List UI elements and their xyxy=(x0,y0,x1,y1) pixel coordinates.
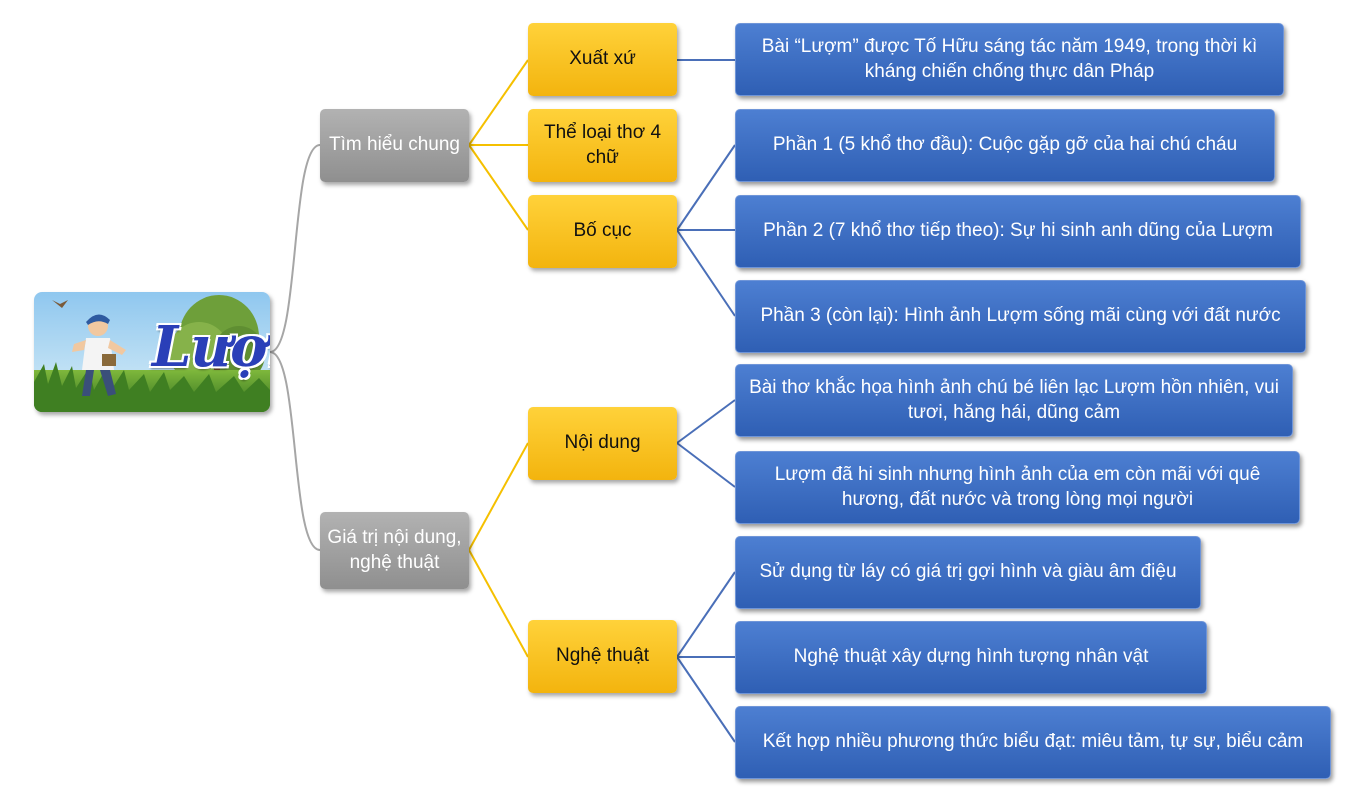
leaf-content-detail-2[interactable]: Lượm đã hi sinh nhưng hình ảnh của em cò… xyxy=(735,451,1300,524)
leaf-text: Lượm đã hi sinh nhưng hình ảnh của em cò… xyxy=(774,463,1261,510)
leaf-text: Phần 1 (5 khổ thơ đầu): Cuộc gặp gỡ của … xyxy=(772,134,1238,156)
sub-node-content[interactable]: Nội dung xyxy=(528,407,677,480)
sub-node-label: Bố cục xyxy=(573,220,632,242)
branch-general-overview[interactable]: Tìm hiểu chung xyxy=(320,109,469,182)
leaf-art-detail-3[interactable]: Kết hợp nhiều phương thức biểu đạt: miêu… xyxy=(735,706,1331,779)
leaf-art-detail-1[interactable]: Sử dụng từ láy có giá trị gợi hình và gi… xyxy=(735,536,1201,609)
connector-branch2-nghe-thuat xyxy=(468,549,529,658)
connector-nghe-thuat-leaf-1 xyxy=(676,571,736,658)
leaf-content-detail-1[interactable]: Bài thơ khắc họa hình ảnh chú bé liên lạ… xyxy=(735,364,1293,437)
sub-node-origin[interactable]: Xuất xứ xyxy=(528,23,677,96)
connector-root-branch-2 xyxy=(269,351,321,551)
connector-bo-cuc-leaf-1 xyxy=(676,144,736,231)
leaf-text: Phần 2 (7 khổ thơ tiếp theo): Sự hi sinh… xyxy=(763,220,1273,242)
connector-branch2-noi-dung xyxy=(468,442,529,551)
connector-noi-dung-leaf-2 xyxy=(676,442,736,488)
root-node-illustration: Lượm xyxy=(34,292,270,412)
leaf-text: Bài thơ khắc họa hình ảnh chú bé liên lạ… xyxy=(749,376,1279,423)
root-title: Lượm xyxy=(152,314,270,380)
boy-in-field-illustration xyxy=(34,292,270,412)
connector-bo-cuc-leaf-3 xyxy=(676,229,736,317)
leaf-art-detail-2[interactable]: Nghệ thuật xây dựng hình tượng nhân vật xyxy=(735,621,1207,694)
leaf-text: Kết hợp nhiều phương thức biểu đạt: miêu… xyxy=(762,731,1304,753)
connector-branch1-bo-cuc xyxy=(468,144,529,231)
leaf-text: Sử dụng từ láy có giá trị gợi hình và gi… xyxy=(759,561,1177,583)
sub-node-label: Nội dung xyxy=(564,432,641,454)
sub-node-label: Nghệ thuật xyxy=(556,645,649,667)
leaf-structure-part-1[interactable]: Phần 1 (5 khổ thơ đầu): Cuộc gặp gỡ của … xyxy=(735,109,1275,182)
connector-nghe-thuat-leaf-3 xyxy=(676,656,736,743)
sub-node-label: Thể loại thơ 4 chữ xyxy=(543,121,662,168)
sub-node-genre[interactable]: Thể loại thơ 4 chữ xyxy=(528,109,677,182)
connector-root-branch-1 xyxy=(269,144,321,353)
connector-branch1-xuat-xu xyxy=(468,59,529,146)
branch-label: Tìm hiểu chung xyxy=(329,134,460,156)
leaf-origin-detail[interactable]: Bài “Lượm” được Tố Hữu sáng tác năm 1949… xyxy=(735,23,1284,96)
branch-label: Giá trị nội dung, nghệ thuật xyxy=(327,526,462,573)
connector-noi-dung-leaf-1 xyxy=(676,399,736,444)
leaf-structure-part-2[interactable]: Phần 2 (7 khổ thơ tiếp theo): Sự hi sinh… xyxy=(735,195,1301,268)
leaf-structure-part-3[interactable]: Phần 3 (còn lại): Hình ảnh Lượm sống mãi… xyxy=(735,280,1306,353)
sub-node-structure[interactable]: Bố cục xyxy=(528,195,677,268)
sub-node-label: Xuất xứ xyxy=(569,48,636,70)
leaf-text: Bài “Lượm” được Tố Hữu sáng tác năm 1949… xyxy=(761,35,1258,82)
branch-content-art-value[interactable]: Giá trị nội dung, nghệ thuật xyxy=(320,512,469,589)
sub-node-art[interactable]: Nghệ thuật xyxy=(528,620,677,693)
leaf-text: Nghệ thuật xây dựng hình tượng nhân vật xyxy=(793,646,1149,668)
leaf-text: Phần 3 (còn lại): Hình ảnh Lượm sống mãi… xyxy=(760,305,1281,327)
